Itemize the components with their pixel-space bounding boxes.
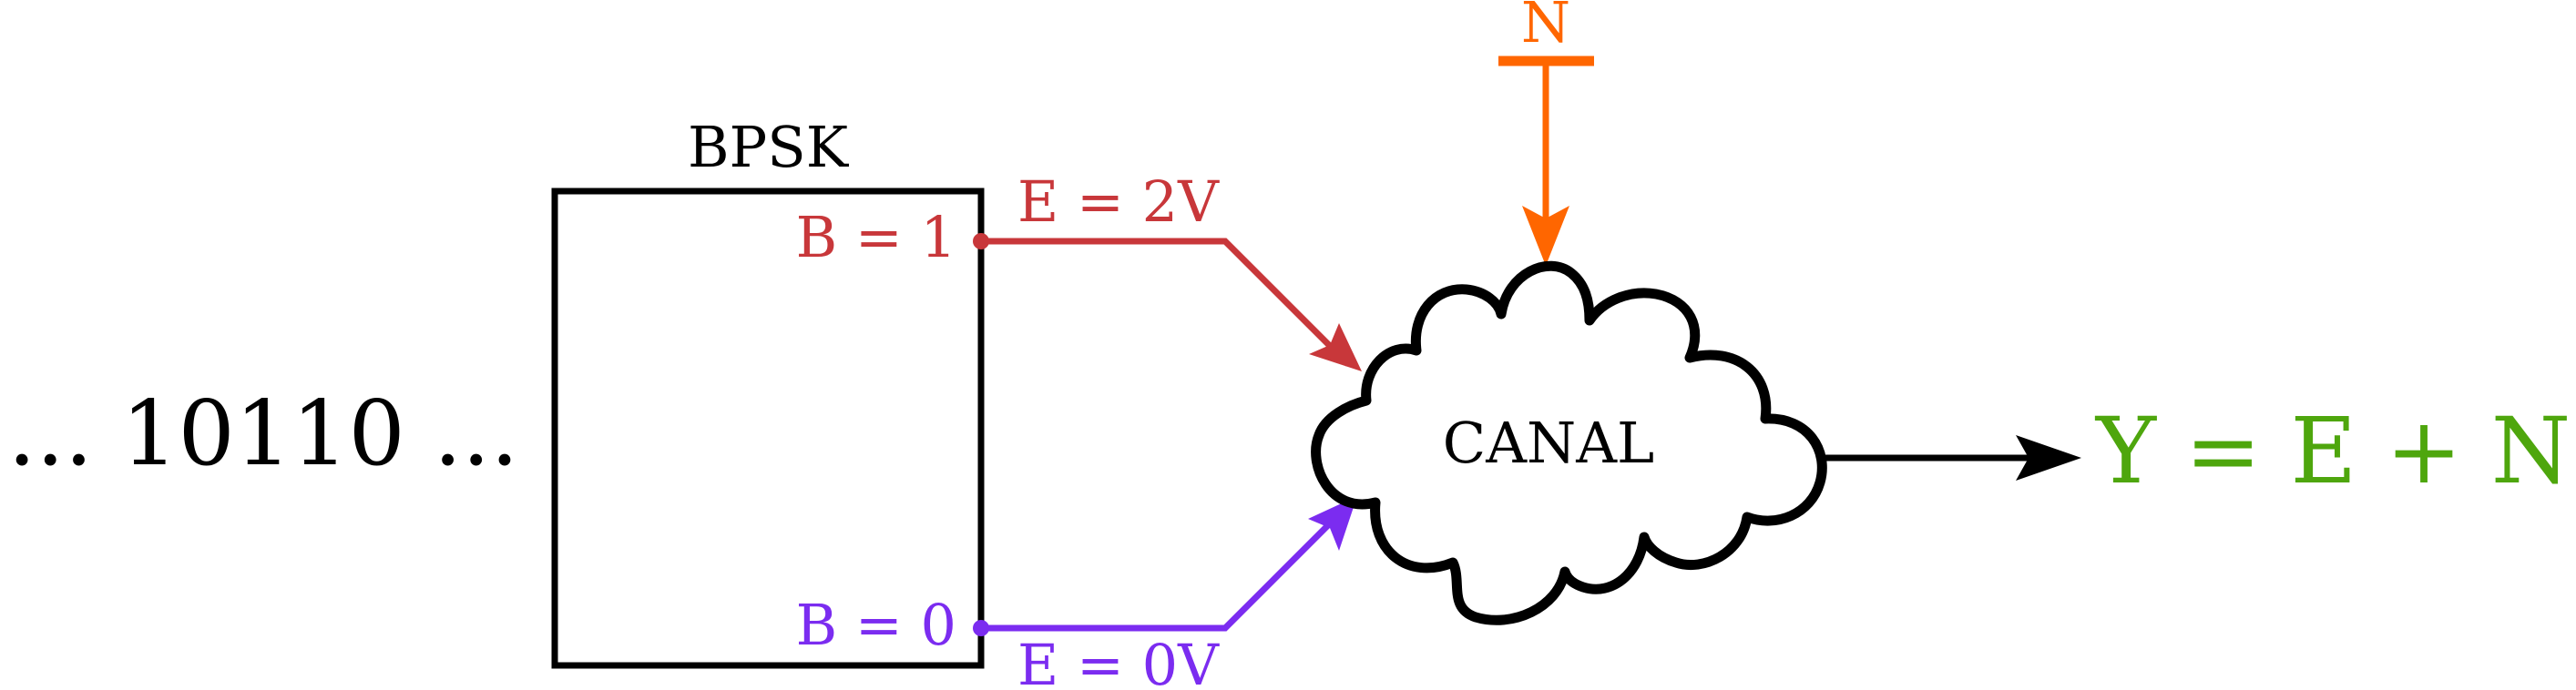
bit-one-label: B = 1: [796, 204, 956, 270]
low-signal-wire: [981, 512, 1342, 632]
noise-label: N: [1521, 0, 1570, 56]
bpsk-block: [551, 188, 985, 669]
output-arrowhead: [2016, 435, 2081, 481]
bit-zero-label: B = 0: [796, 592, 956, 658]
low-signal-arrowhead: [1308, 496, 1357, 551]
channel-cloud: [1311, 260, 1827, 625]
channel-label: CANAL: [1443, 410, 1654, 476]
energy-low-label: E = 0V: [1017, 632, 1220, 690]
high-signal-wire: [981, 238, 1351, 367]
output-equation: Y = E + N: [2094, 398, 2571, 504]
bit-stream-label: ... 10110 ...: [8, 382, 519, 486]
high-signal-arrowhead: [1309, 323, 1362, 371]
bpsk-block-title: BPSK: [688, 114, 850, 180]
energy-high-label: E = 2V: [1017, 168, 1220, 235]
noise-arrowhead: [1522, 206, 1569, 266]
